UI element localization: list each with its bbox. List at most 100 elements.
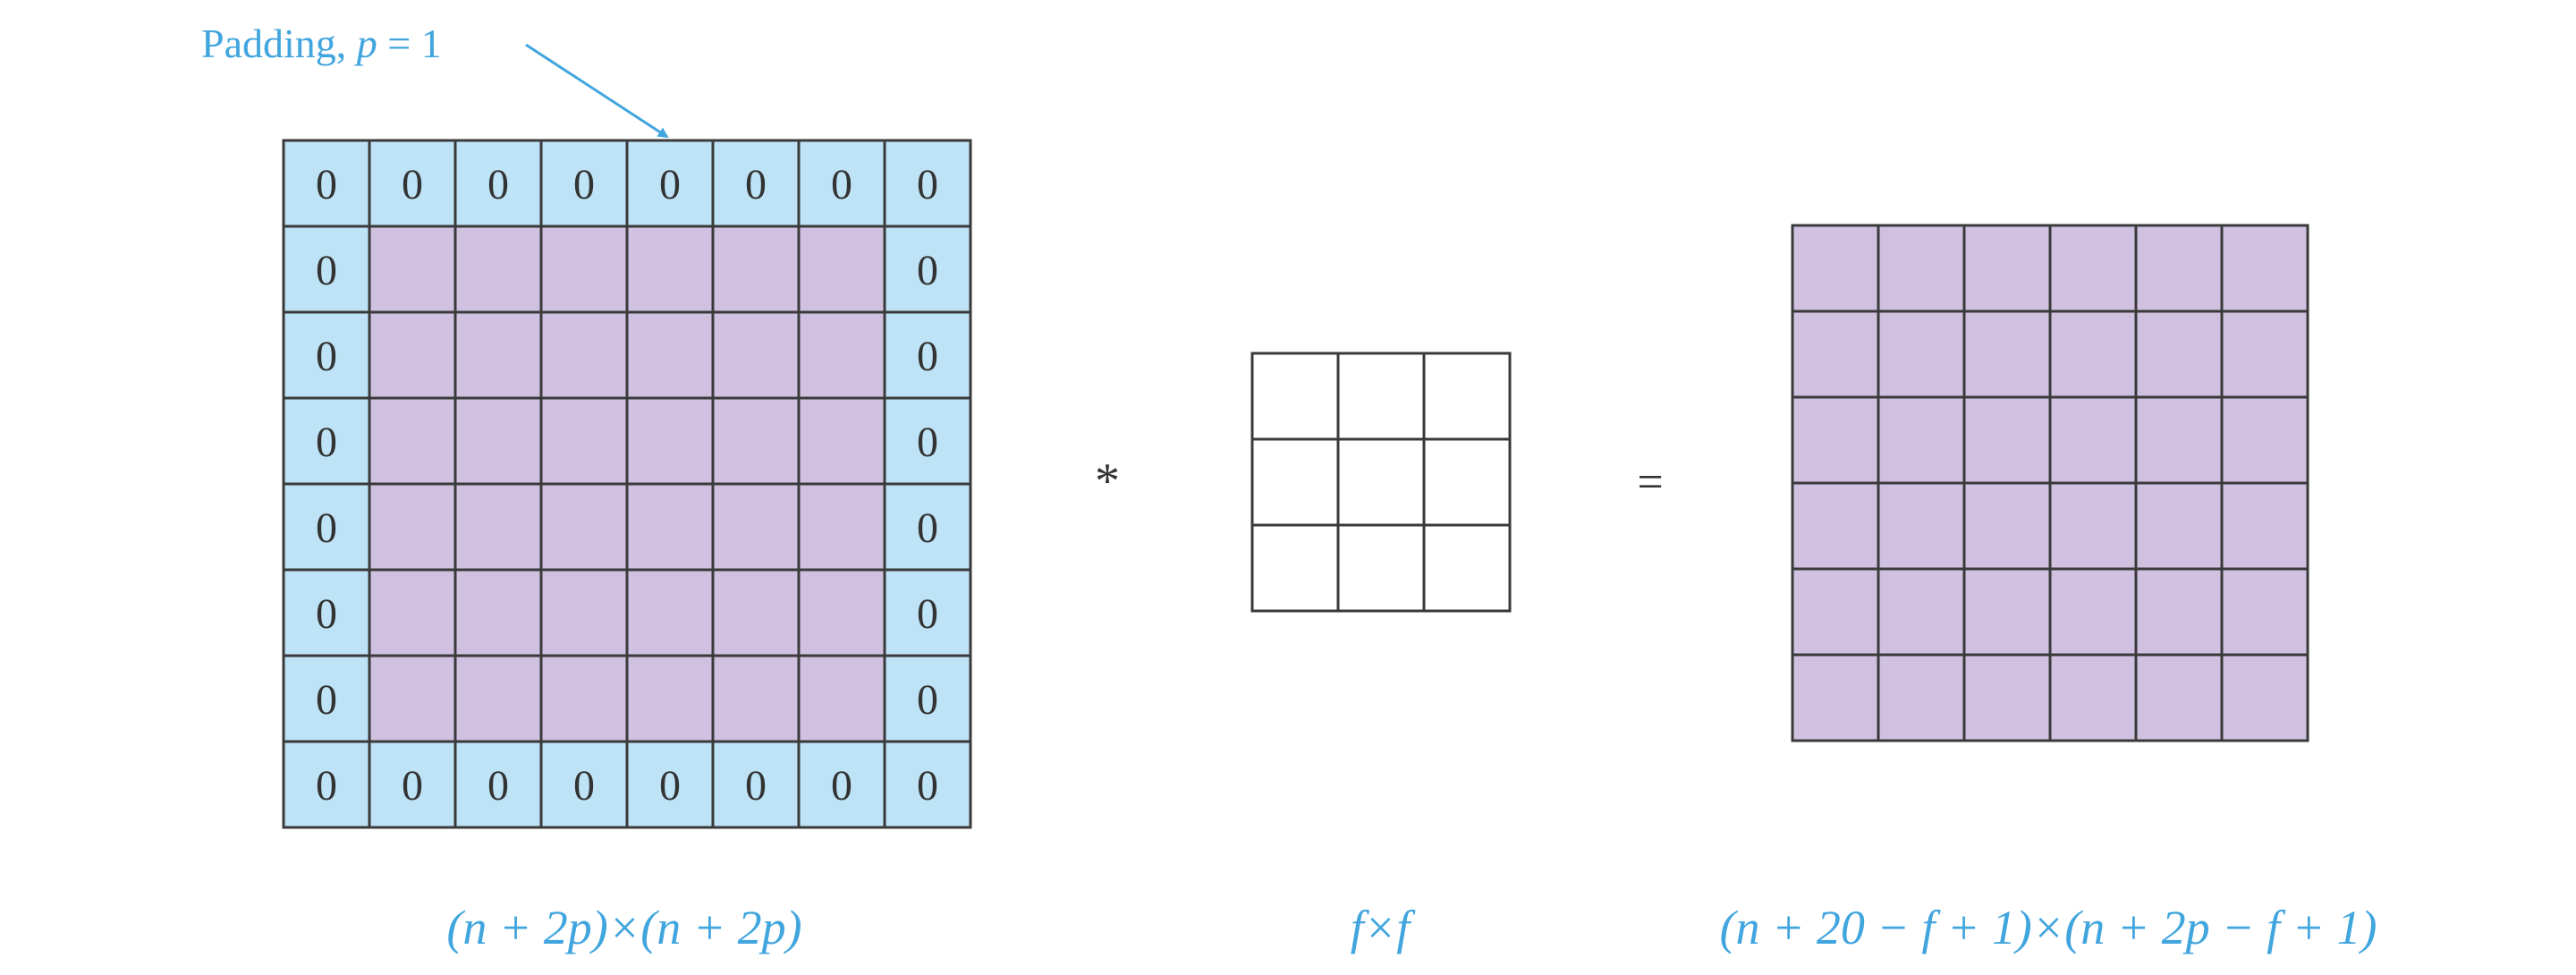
- input-cell: [797, 225, 886, 314]
- output-cell: [1962, 481, 2052, 571]
- output-cell: [2048, 567, 2138, 657]
- padding-cell: [368, 139, 457, 228]
- padding-cell: [883, 310, 972, 400]
- input-cell: [368, 654, 457, 743]
- padding-zero-label: 0: [831, 762, 852, 810]
- input-cell: [797, 396, 886, 486]
- output-cell: [1962, 567, 2052, 657]
- padding-zero-label: 0: [316, 504, 337, 552]
- padding-zero-label: 0: [917, 161, 938, 208]
- input-cell: [711, 568, 801, 657]
- padding-zero-label: 0: [917, 504, 938, 552]
- output-cell: [2134, 567, 2224, 657]
- padding-callout-arrow: [525, 43, 669, 139]
- output-cell: [1791, 567, 1880, 657]
- output-cell: [2134, 653, 2224, 742]
- input-cell: [711, 225, 801, 314]
- padding-zero-label: 0: [917, 590, 938, 638]
- input-cell: [711, 310, 801, 400]
- output-cell: [1877, 481, 1966, 571]
- input-cell: [368, 225, 457, 314]
- filter-cell: [1336, 437, 1426, 527]
- input-cell: [368, 482, 457, 572]
- padding-zero-label: 0: [487, 161, 509, 208]
- output-cell: [2048, 309, 2138, 399]
- output-cell: [2048, 224, 2138, 313]
- input-cell: [539, 396, 629, 486]
- output-cell: [1877, 309, 1966, 399]
- input-cell: [625, 482, 715, 572]
- output-cell: [2048, 395, 2138, 485]
- output-cell: [1791, 224, 1880, 313]
- input-cell: [797, 310, 886, 400]
- padding-cell: [883, 654, 972, 743]
- padding-cell: [282, 139, 371, 228]
- output-cell: [2220, 224, 2309, 313]
- padding-zero-label: 0: [487, 762, 509, 810]
- padding-zero-label: 0: [316, 247, 337, 294]
- padding-zero-label: 0: [402, 161, 423, 208]
- output-cell: [2134, 395, 2224, 485]
- input-cell: [797, 568, 886, 657]
- padding-cell: [883, 482, 972, 572]
- input-cell: [625, 568, 715, 657]
- input-cell: [539, 654, 629, 743]
- output-cell: [1962, 395, 2052, 485]
- filter-cell: [1336, 523, 1426, 613]
- output-cell: [1791, 395, 1880, 485]
- input-cell: [625, 654, 715, 743]
- input-cell: [368, 310, 457, 400]
- output-cell: [1877, 567, 1966, 657]
- output-cell: [2048, 653, 2138, 742]
- output-cell: [1962, 309, 2052, 399]
- padding-zero-label: 0: [573, 161, 595, 208]
- padding-zero-label: 0: [917, 419, 938, 466]
- filter-cell: [1250, 437, 1340, 527]
- filter-cell: [1422, 352, 1512, 441]
- input-cell: [711, 654, 801, 743]
- output-cell: [1877, 224, 1966, 313]
- output-cell: [2134, 481, 2224, 571]
- input-cell: [453, 310, 543, 400]
- padding-cell: [883, 396, 972, 486]
- padding-cell: [883, 225, 972, 314]
- input-size-caption: (n + 2p)×(n + 2p): [446, 901, 801, 954]
- input-cell: [625, 225, 715, 314]
- padding-zero-label: 0: [316, 161, 337, 208]
- padding-zero-label: 0: [917, 676, 938, 724]
- padding-cell: [883, 740, 972, 829]
- output-cell: [2220, 309, 2309, 399]
- padding-cell: [883, 139, 972, 228]
- input-cell: [453, 225, 543, 314]
- equals-operator: =: [1637, 457, 1663, 508]
- input-cell: [797, 482, 886, 572]
- padding-zero-label: 0: [316, 676, 337, 724]
- output-cell: [1877, 653, 1966, 742]
- output-cell: [1962, 224, 2052, 313]
- filter-grid: [1250, 352, 1512, 613]
- padding-zero-label: 0: [402, 762, 423, 810]
- filter-cell: [1336, 352, 1426, 441]
- padding-cell: [625, 740, 715, 829]
- input-cell: [625, 310, 715, 400]
- padding-cell: [282, 740, 371, 829]
- input-cell: [453, 482, 543, 572]
- output-size-caption: (n + 20 − f + 1)×(n + 2p − f + 1): [1719, 901, 2377, 954]
- filter-size-caption: f×f: [1351, 901, 1416, 954]
- input-cell: [539, 482, 629, 572]
- output-cell: [1791, 653, 1880, 742]
- input-cell: [368, 396, 457, 486]
- output-cell: [1791, 309, 1880, 399]
- padding-cell: [711, 139, 801, 228]
- input-cell: [539, 225, 629, 314]
- padding-cell: [368, 740, 457, 829]
- filter-cell: [1250, 352, 1340, 441]
- padding-zero-label: 0: [316, 333, 337, 380]
- input-cell: [539, 568, 629, 657]
- filter-cell: [1422, 523, 1512, 613]
- padding-zero-label: 0: [659, 161, 681, 208]
- input-cell: [711, 482, 801, 572]
- output-cell: [2220, 395, 2309, 485]
- input-cell: [711, 396, 801, 486]
- input-cell: [797, 654, 886, 743]
